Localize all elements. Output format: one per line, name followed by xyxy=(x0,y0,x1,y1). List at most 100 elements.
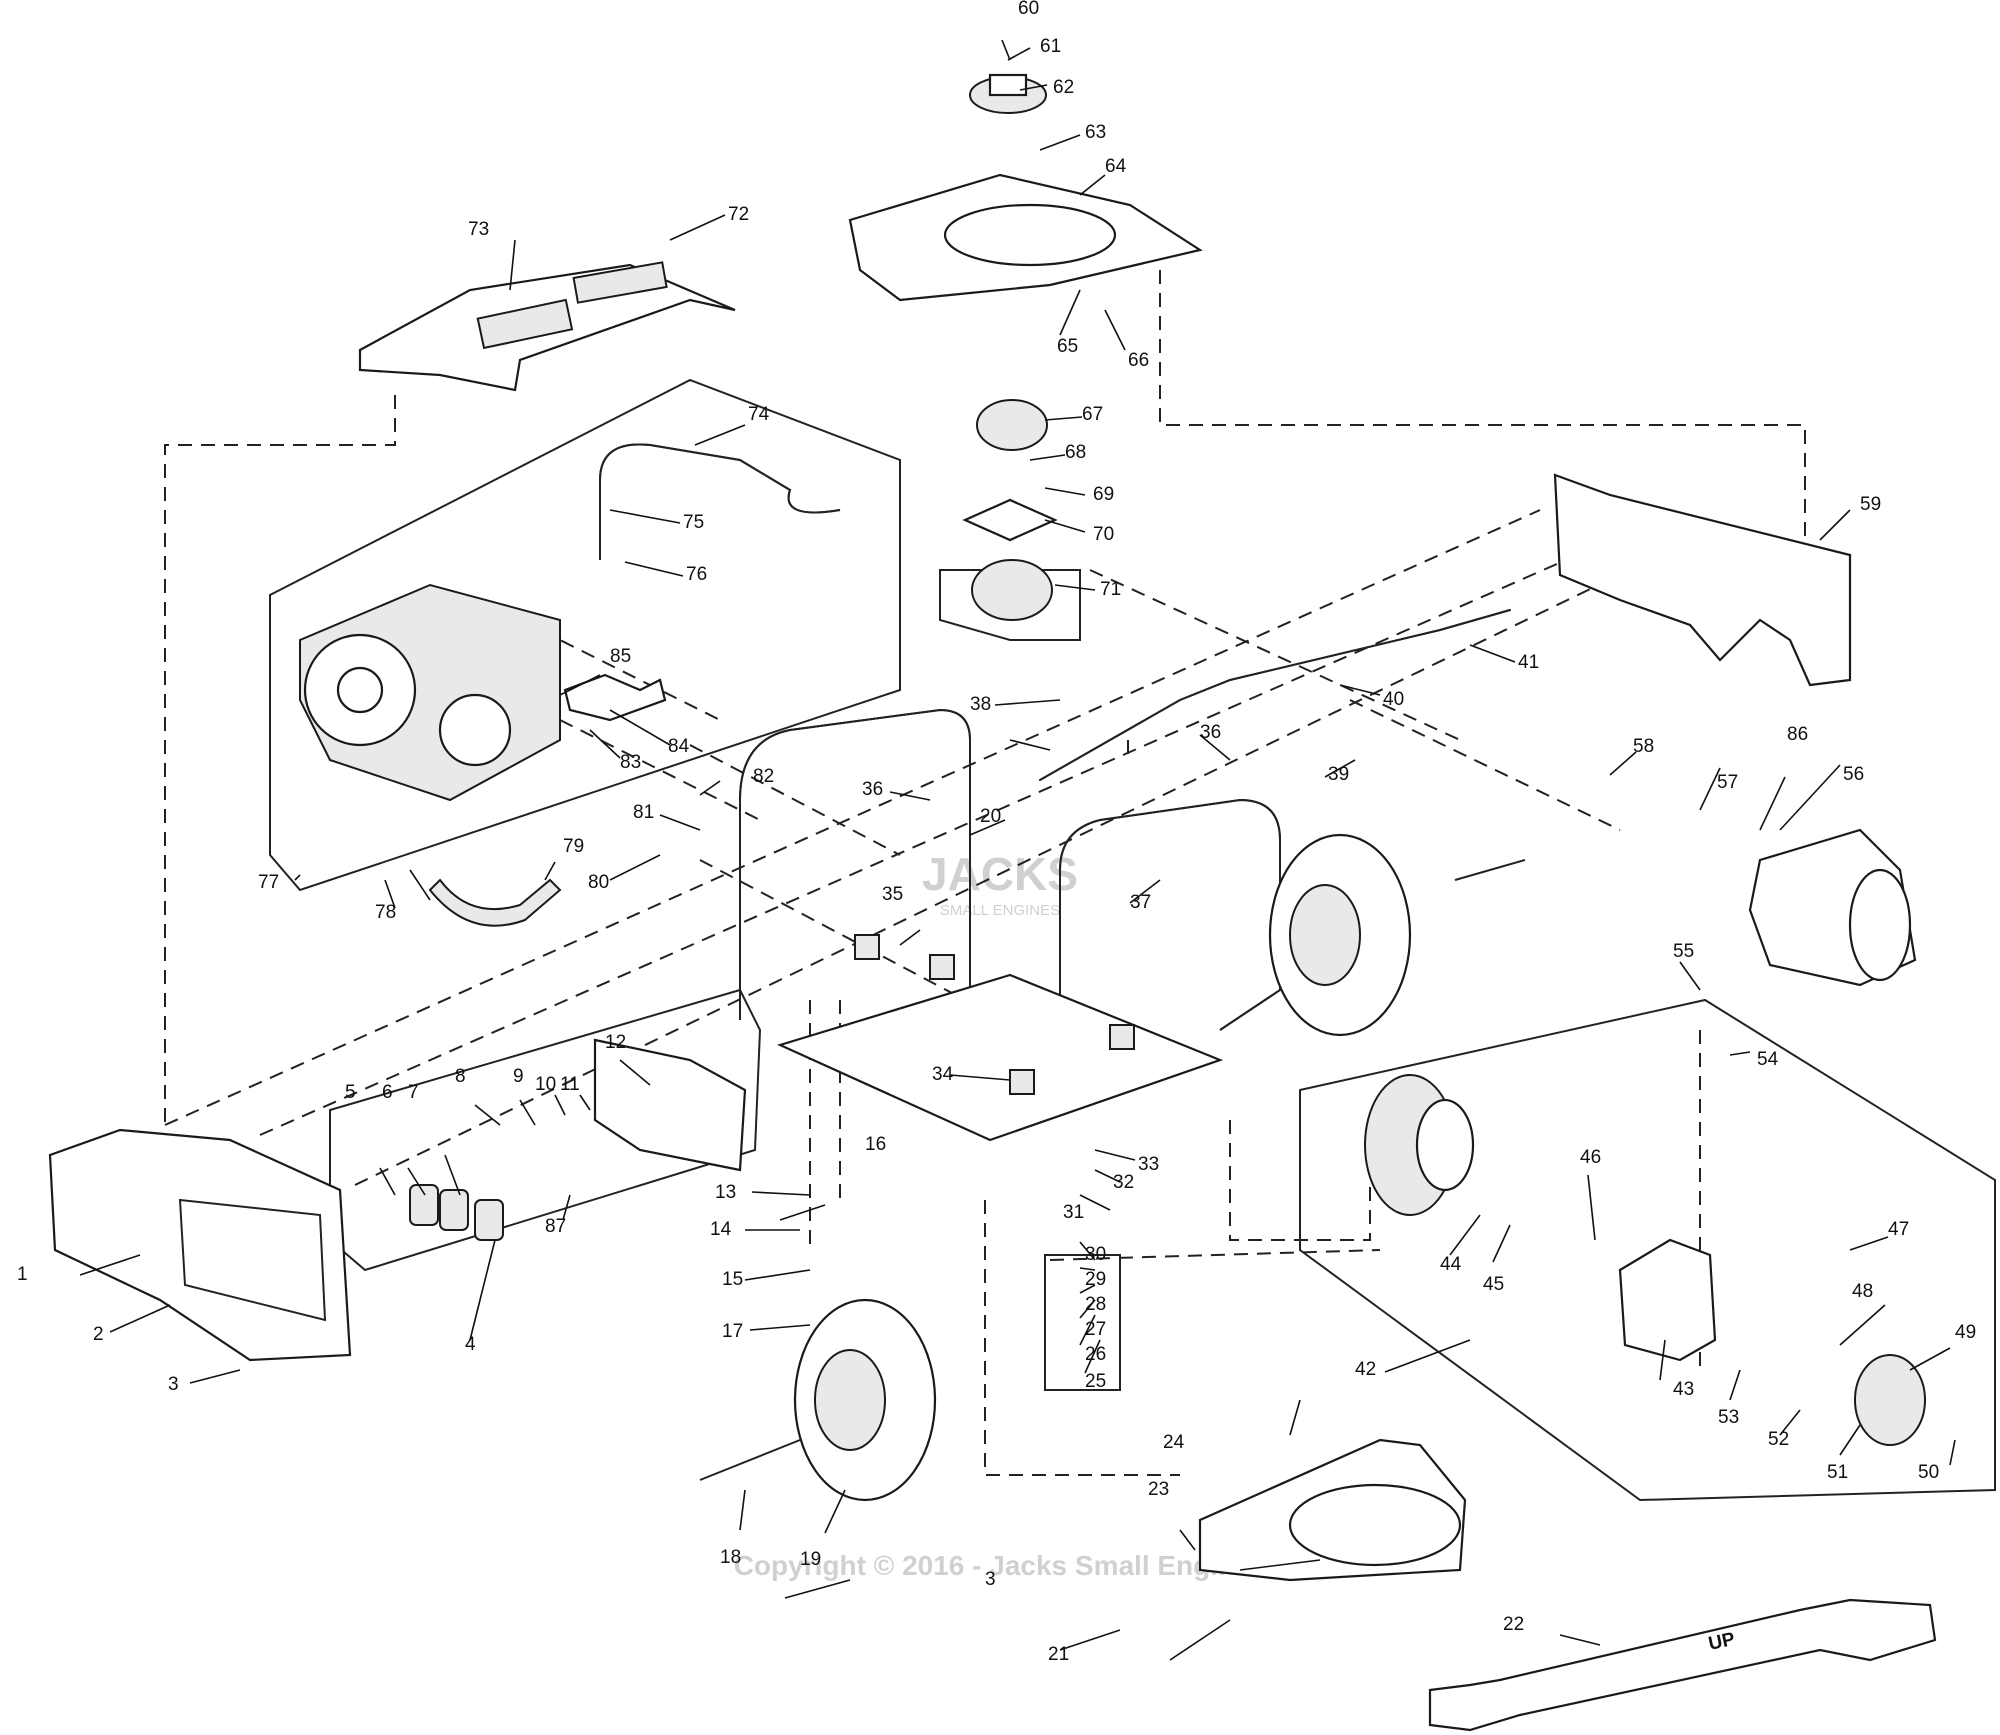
callout-c33: 33 xyxy=(1138,1154,1159,1175)
callout-c51: 51 xyxy=(1827,1462,1848,1483)
callout-c42: 42 xyxy=(1355,1359,1376,1380)
callout-c9: 9 xyxy=(513,1066,524,1087)
callout-c15: 15 xyxy=(722,1269,743,1290)
callout-c84: 84 xyxy=(668,736,690,757)
rubber-mount-2 xyxy=(929,954,955,980)
callout-c5: 5 xyxy=(345,1082,356,1103)
callout-c80: 80 xyxy=(588,872,609,893)
callout-c12: 12 xyxy=(605,1032,626,1053)
callout-c21: 21 xyxy=(1048,1644,1069,1665)
handle-bar-inner xyxy=(1039,609,1511,781)
callout-c68: 68 xyxy=(1065,442,1086,463)
rubber-mount-4 xyxy=(1109,1024,1135,1050)
callout-c66: 66 xyxy=(1128,350,1149,371)
mount-plate xyxy=(962,498,1058,542)
rubber-mount-1 xyxy=(854,934,880,960)
callout-c83: 83 xyxy=(620,752,641,773)
frame-base-plate xyxy=(776,973,1224,1142)
callout-c23: 23 xyxy=(1148,1479,1169,1500)
callout-c22: 22 xyxy=(1503,1614,1524,1635)
alternator-assembly-outline xyxy=(1299,998,1996,1502)
callout-c74: 74 xyxy=(748,404,770,425)
engine-flywheel-hub xyxy=(336,666,384,714)
callout-c18: 18 xyxy=(720,1547,741,1568)
callout-c3b: 3 xyxy=(985,1569,996,1590)
callout-c64: 64 xyxy=(1105,156,1127,177)
callout-c10: 10 xyxy=(535,1074,556,1095)
callout-c8: 8 xyxy=(455,1066,466,1087)
alternator-stator-housing xyxy=(1618,1238,1717,1362)
callout-c49: 49 xyxy=(1955,1322,1976,1343)
filler-opening xyxy=(943,203,1117,267)
callout-c17: 17 xyxy=(722,1321,743,1342)
callout-c39: 39 xyxy=(1328,764,1349,785)
callout-c14: 14 xyxy=(710,1219,732,1240)
right-side-panel xyxy=(1553,473,1852,687)
callout-c69: 69 xyxy=(1093,484,1114,505)
callout-c70: 70 xyxy=(1093,524,1114,545)
axle-right xyxy=(1454,859,1526,881)
callout-c36a: 36 xyxy=(1200,722,1221,743)
callout-c77: 77 xyxy=(258,872,279,893)
callout-c85: 85 xyxy=(610,646,631,667)
engine-cylinder xyxy=(438,693,512,767)
callout-c87: 87 xyxy=(545,1216,566,1237)
axle-left xyxy=(699,1439,801,1481)
end-cap-cover xyxy=(1854,1354,1926,1446)
front-panel-window xyxy=(178,1198,327,1322)
watermark-logo-subtext: SMALL ENGINES xyxy=(940,902,1060,919)
outlet-3 xyxy=(474,1199,504,1241)
callout-c62: 62 xyxy=(1053,77,1074,98)
callout-c60: 60 xyxy=(1018,0,1039,19)
rubber-mount-3 xyxy=(1009,1069,1035,1095)
callout-c13: 13 xyxy=(715,1182,736,1203)
callout-c31: 31 xyxy=(1063,1202,1084,1223)
callout-c6: 6 xyxy=(382,1082,393,1103)
wheel-right-hub xyxy=(1289,884,1361,986)
outlet-2 xyxy=(439,1189,469,1231)
callout-c26: 26 xyxy=(1085,1344,1106,1365)
watermark: JACKS SMALL ENGINES Copyright © 2016 - J… xyxy=(734,848,1267,1581)
callout-c46: 46 xyxy=(1580,1147,1601,1168)
callout-c54: 54 xyxy=(1757,1049,1779,1070)
callout-c67: 67 xyxy=(1082,404,1103,425)
tank-mount xyxy=(971,559,1053,621)
callout-c55: 55 xyxy=(1673,941,1694,962)
callout-c1: 1 xyxy=(17,1264,28,1285)
callout-c37: 37 xyxy=(1130,892,1151,913)
callout-c72: 72 xyxy=(728,204,749,225)
callout-c79: 79 xyxy=(563,836,584,857)
control-box xyxy=(593,1038,747,1172)
callout-c34: 34 xyxy=(932,1064,954,1085)
callout-c24: 24 xyxy=(1163,1432,1185,1453)
fuel-valve xyxy=(976,399,1048,451)
callout-c75: 75 xyxy=(683,512,704,533)
callout-c52: 52 xyxy=(1768,1429,1789,1450)
parts xyxy=(48,73,1937,1732)
callout-c73: 73 xyxy=(468,219,489,240)
callout-c2: 2 xyxy=(93,1324,104,1345)
front-panel xyxy=(48,1128,352,1362)
callout-c81: 81 xyxy=(633,802,654,823)
callout-c56: 56 xyxy=(1843,764,1864,785)
callout-c44: 44 xyxy=(1440,1254,1462,1275)
callout-c3a: 3 xyxy=(168,1374,179,1395)
callout-c82: 82 xyxy=(753,766,774,787)
callout-c65: 65 xyxy=(1057,336,1078,357)
lift-bar xyxy=(1428,1598,1937,1732)
callout-leaders xyxy=(79,39,1956,1661)
callout-c29: 29 xyxy=(1085,1269,1106,1290)
callout-c47: 47 xyxy=(1888,1219,1909,1240)
motor-mount-box xyxy=(939,569,1081,641)
muffler-opening xyxy=(1848,868,1912,982)
callout-c27: 27 xyxy=(1085,1319,1106,1340)
callout-c53: 53 xyxy=(1718,1407,1739,1428)
callout-c20: 20 xyxy=(980,806,1001,827)
vent-grille-b xyxy=(572,261,668,304)
callout-c38: 38 xyxy=(970,694,991,715)
callout-c48: 48 xyxy=(1852,1281,1873,1302)
callout-c76: 76 xyxy=(686,564,707,585)
foot-opening xyxy=(1288,1483,1462,1567)
